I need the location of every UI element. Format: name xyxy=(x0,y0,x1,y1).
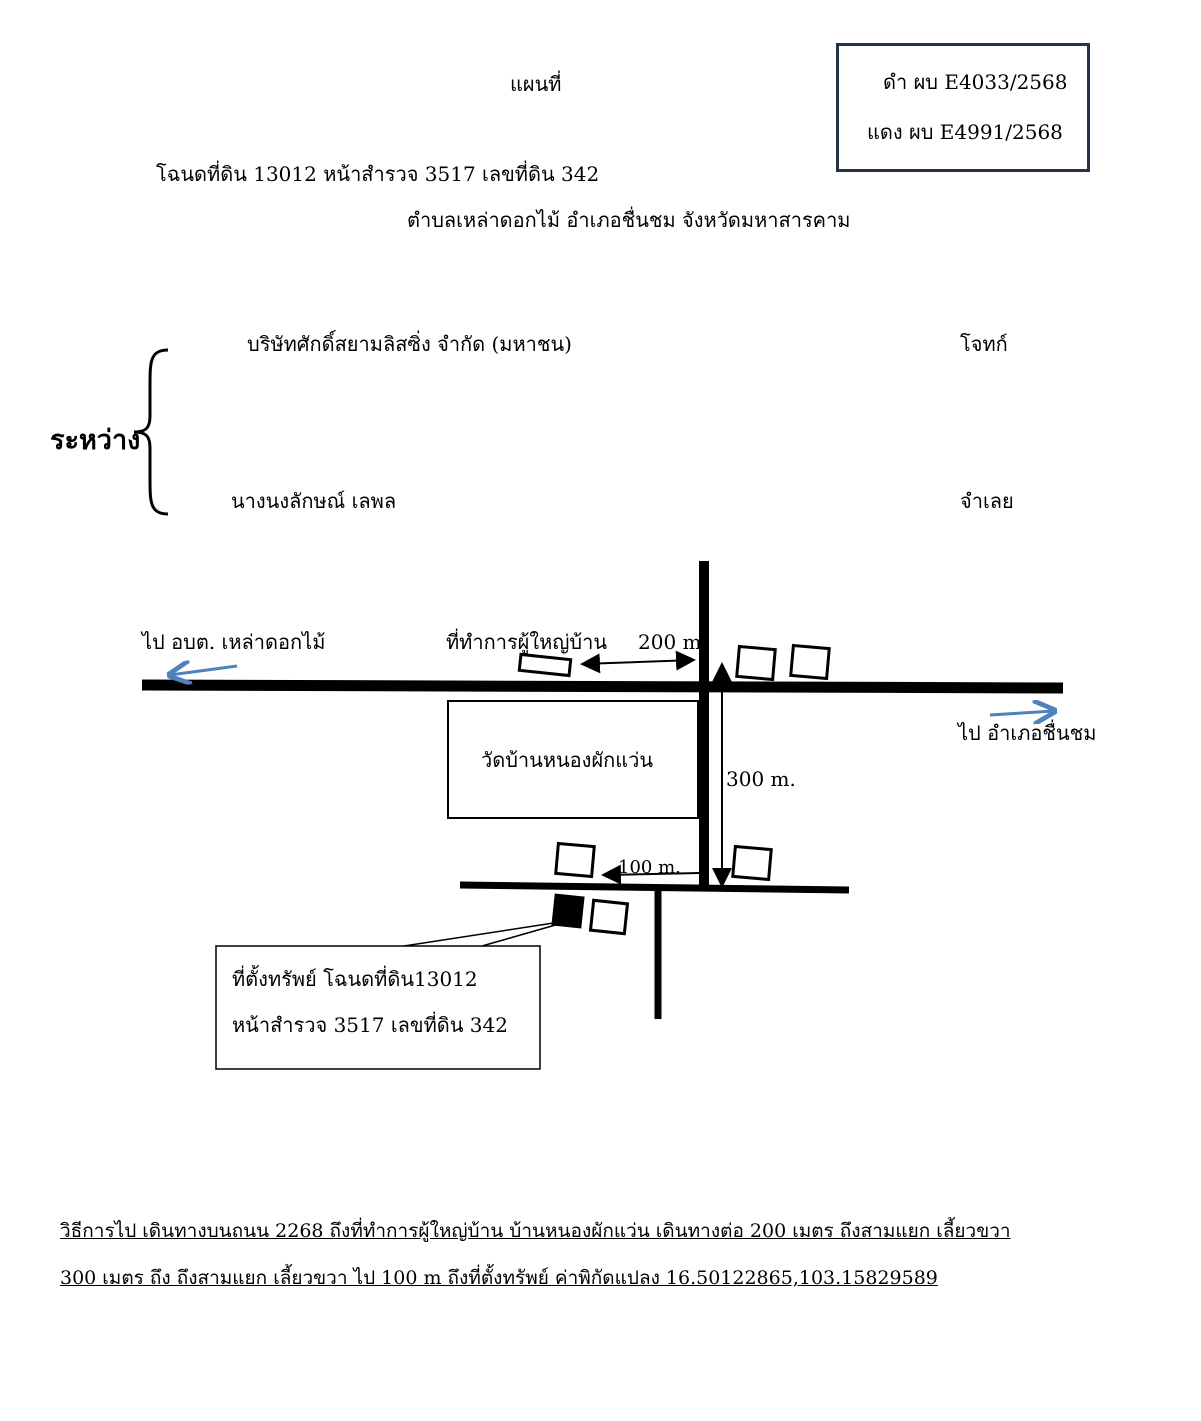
directions-line1: วิธีการไป เดินทางบนถนน 2268 ถึงที่ทำการผ… xyxy=(60,1220,1011,1242)
red-case-number: แดง ผบ E4991/2568 xyxy=(867,120,1063,144)
curly-brace xyxy=(133,348,169,516)
plaintiff-name: บริษัทศักดิ์สยามลิสซิ่ง จำกัด (มหาชน) xyxy=(247,332,572,356)
distance-arrow-100 xyxy=(601,864,701,885)
location-line: ตำบลเหล่าดอกไม้ อำเภอชื่นชม จังหวัดมหาสา… xyxy=(407,208,851,232)
property-label-line1: ที่ตั้งทรัพย์ โฉนดที่ดิน13012 xyxy=(232,967,478,991)
house-marker xyxy=(789,643,831,681)
between-label: ระหว่าง xyxy=(50,425,141,456)
house-marker xyxy=(735,644,777,682)
to-east-label: ไป อำเภอชื่นชม xyxy=(958,721,1097,745)
main-road xyxy=(141,679,1064,694)
page-title: แผนที่ xyxy=(510,72,562,96)
to-west-label: ไป อบต. เหล่าดอกไม้ xyxy=(142,630,326,654)
house-marker xyxy=(588,898,630,936)
case-number-box: ดำ ผบ E4033/2568 แดง ผบ E4991/2568 xyxy=(836,43,1090,172)
directions-line2: 300 เมตร ถึง ถึงสามแยก เลี้ยวขวา ไป 100 … xyxy=(60,1267,938,1289)
defendant-role: จำเลย xyxy=(960,489,1014,513)
village-office-marker xyxy=(517,652,573,678)
distance-arrow-200 xyxy=(580,650,696,674)
distance-300-label: 300 m. xyxy=(726,767,796,791)
distance-100-label: 100 m. xyxy=(618,857,681,878)
temple-plot xyxy=(447,700,699,819)
temple-label: วัดบ้านหนองผักแว่น xyxy=(481,748,654,772)
property-callout-box xyxy=(215,945,541,1070)
village-office-label: ที่ทำการผู้ใหญ่บ้าน xyxy=(446,630,607,654)
west-direction-arrow xyxy=(170,666,238,675)
plaintiff-role: โจทก์ xyxy=(960,332,1008,356)
property-marker xyxy=(551,893,585,929)
lower-road xyxy=(459,881,850,894)
house-marker xyxy=(554,841,596,879)
black-case-number: ดำ ผบ E4033/2568 xyxy=(883,70,1068,94)
east-direction-arrow xyxy=(989,711,1054,715)
defendant-name: นางนงลักษณ์ เลพล xyxy=(231,489,397,513)
distance-200-label: 200 m. xyxy=(638,630,708,654)
property-label-line2: หน้าสำรวจ 3517 เลขที่ดิน 342 xyxy=(232,1013,508,1037)
house-marker xyxy=(731,844,773,882)
deed-line: โฉนดที่ดิน 13012 หน้าสำรวจ 3517 เลขที่ดิ… xyxy=(156,162,600,186)
location-map xyxy=(141,561,1064,1070)
callout-leader xyxy=(481,921,567,947)
callout-leader xyxy=(403,921,561,947)
